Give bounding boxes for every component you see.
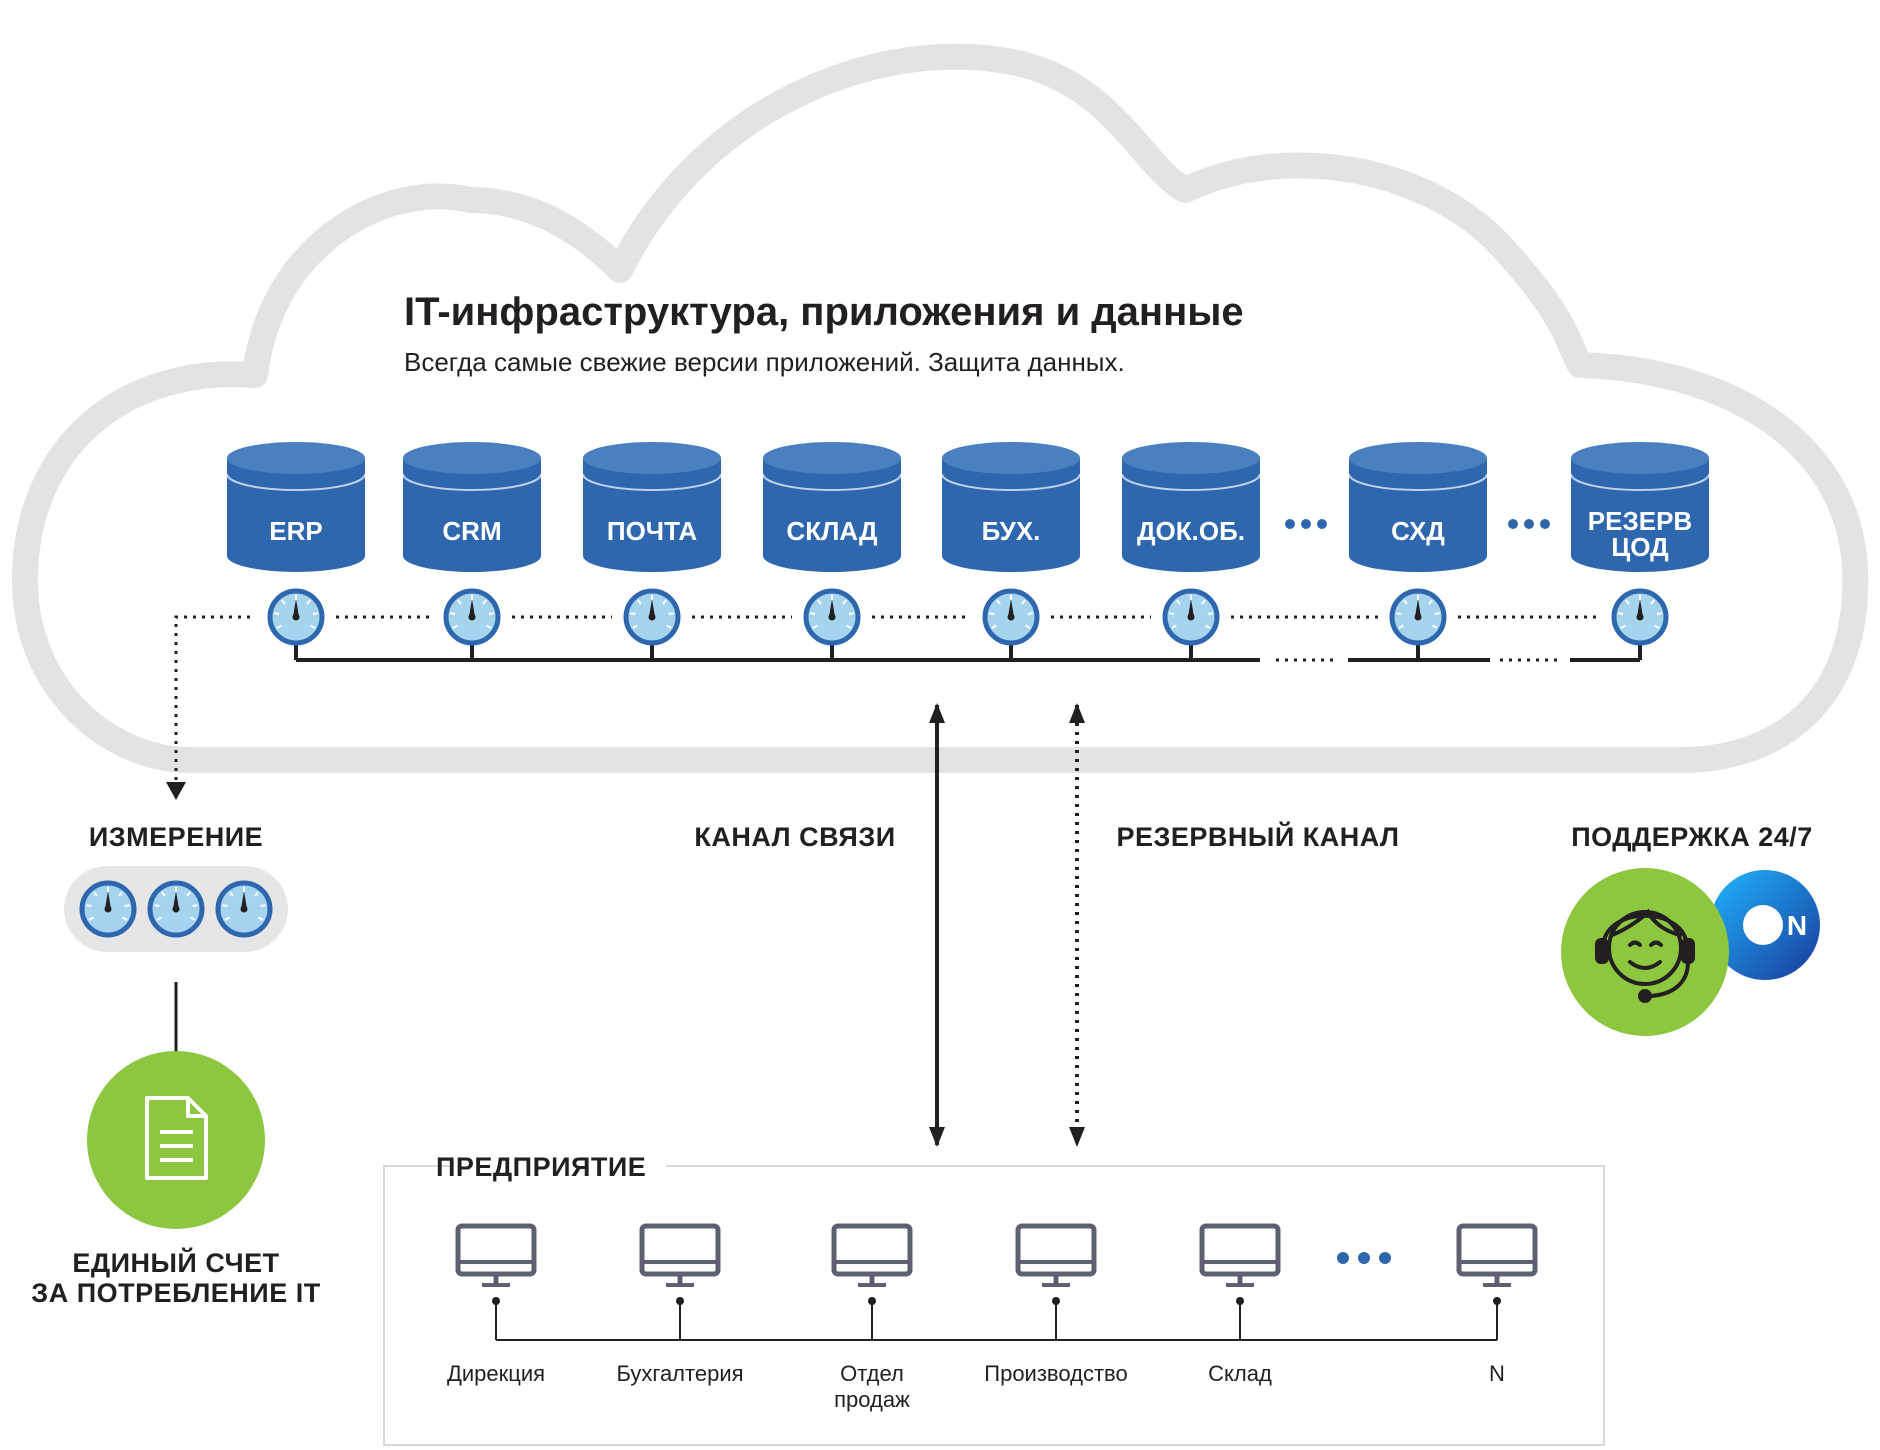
database-label: ДОК.ОБ. — [1137, 516, 1245, 546]
support-label: ПОДДЕРЖКА 24/7 — [1571, 822, 1813, 852]
workstation: Производство — [984, 1223, 1128, 1386]
gauge-icon — [443, 588, 501, 646]
database-label-line2: ЦОД — [1611, 532, 1669, 562]
invoice-label-line1: ЕДИНЫЙ СЧЕТ — [72, 1247, 279, 1278]
database-схд: СХД — [1348, 442, 1488, 572]
measurement-arrow — [166, 615, 250, 800]
monitor-icon — [1456, 1223, 1538, 1277]
gauge-icon — [267, 588, 325, 646]
monitor-icon — [455, 1223, 537, 1277]
gauge-icon — [79, 880, 137, 938]
channel-label: КАНАЛ СВЯЗИ — [694, 822, 895, 852]
enterprise-title: ПРЕДПРИЯТИЕ — [436, 1152, 646, 1182]
measurement-gauges — [79, 880, 273, 938]
department-label: Склад — [1208, 1361, 1272, 1386]
document-icon — [145, 1096, 208, 1180]
gauge-icon — [1162, 588, 1220, 646]
department-label: Отдел — [840, 1361, 904, 1386]
database-label: CRM — [442, 516, 501, 546]
headset-operator-icon — [1595, 908, 1695, 1003]
department-label: N — [1489, 1361, 1505, 1386]
database-label: БУХ. — [982, 516, 1041, 546]
database-label: ERP — [269, 516, 322, 546]
department-label: Бухгалтерия — [616, 1361, 743, 1386]
workstation: N — [1456, 1223, 1538, 1386]
database-почта: ПОЧТА — [582, 442, 722, 572]
workstation: Дирекция — [447, 1223, 545, 1386]
gauge-icon — [147, 880, 205, 938]
logo-letter: N — [1787, 910, 1807, 941]
database-label: СКЛАД — [786, 516, 878, 546]
monitor-icon — [831, 1223, 913, 1277]
monitor-icon — [1015, 1223, 1097, 1277]
database-erp: ERP — [226, 442, 366, 572]
support-circle — [1561, 868, 1729, 1036]
backup-channel-label: РЕЗЕРВНЫЙ КАНАЛ — [1116, 821, 1399, 852]
gauge-icon — [803, 588, 861, 646]
gauge-icon — [215, 880, 273, 938]
monitor-icon — [1199, 1223, 1281, 1277]
gauge-icon — [1611, 588, 1669, 646]
cloud-title: IT-инфраструктура, приложения и данные — [404, 290, 1244, 334]
department-label: Производство — [984, 1361, 1127, 1386]
database-label: СХД — [1391, 516, 1445, 546]
database-crm: CRM — [402, 442, 542, 572]
workstation: Склад — [1199, 1223, 1281, 1386]
monitor-icon — [639, 1223, 721, 1277]
department-label: Дирекция — [447, 1361, 545, 1386]
cloud-subtitle: Всегда самые свежие версии приложений. З… — [404, 347, 1125, 377]
gauge-icon — [982, 588, 1040, 646]
enterprise-box — [383, 1165, 1605, 1446]
ellipsis-dots-2 — [1508, 519, 1550, 529]
database-докоб: ДОК.ОБ. — [1121, 442, 1261, 572]
cloud-outline — [12, 43, 1869, 773]
database-label: РЕЗЕРВ — [1588, 506, 1692, 536]
invoice-label-line2: ЗА ПОТРЕБЛЕНИЕ IT — [31, 1278, 320, 1308]
enterprise-ellipsis — [1337, 1252, 1391, 1264]
database-склад: СКЛАД — [762, 442, 902, 572]
gauge-icon — [623, 588, 681, 646]
department-label-line2: продаж — [834, 1387, 910, 1412]
company-logo: N — [1710, 870, 1820, 980]
database-label: ПОЧТА — [607, 516, 697, 546]
database-бух: БУХ. — [941, 442, 1081, 572]
gauge-icon — [1389, 588, 1447, 646]
ellipsis-dots-1 — [1285, 519, 1327, 529]
invoice-circle — [87, 1051, 265, 1229]
workstation: Бухгалтерия — [616, 1223, 744, 1386]
measurement-label: ИЗМЕРЕНИЕ — [89, 822, 263, 852]
